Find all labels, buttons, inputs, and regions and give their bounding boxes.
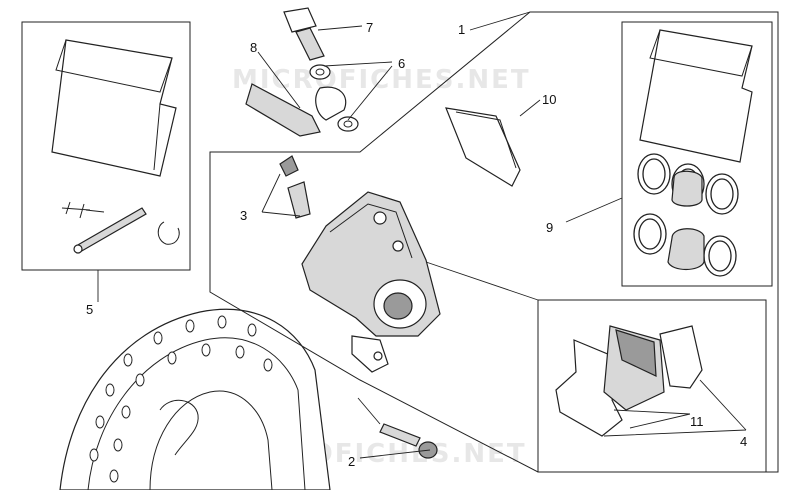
pad-spring — [445, 107, 521, 187]
callout-7: 7 — [366, 20, 373, 35]
bleeder-valve — [279, 155, 311, 219]
callout-6: 6 — [398, 56, 405, 71]
watermark-top: MICROFICHES.NET — [232, 65, 531, 95]
leader-lines — [97, 11, 747, 459]
brake-disc — [59, 308, 331, 490]
callout-11: 11 — [690, 414, 704, 429]
callout-10: 10 — [542, 92, 556, 107]
kit-box-5 — [21, 21, 191, 271]
banjo-fitting — [245, 7, 359, 137]
callout-8: 8 — [250, 40, 257, 55]
callout-2: 2 — [348, 454, 355, 469]
brake-pads-box — [537, 299, 767, 473]
caliper-body — [301, 191, 441, 373]
callout-9: 9 — [546, 220, 553, 235]
disc-holes — [89, 315, 273, 483]
callout-4: 4 — [740, 434, 747, 449]
seal-kit-box-9 — [621, 21, 773, 287]
callout-5: 5 — [86, 302, 93, 317]
caliper-assembly-frame — [209, 11, 779, 473]
callout-3: 3 — [240, 208, 247, 223]
callout-1: 1 — [458, 22, 465, 37]
